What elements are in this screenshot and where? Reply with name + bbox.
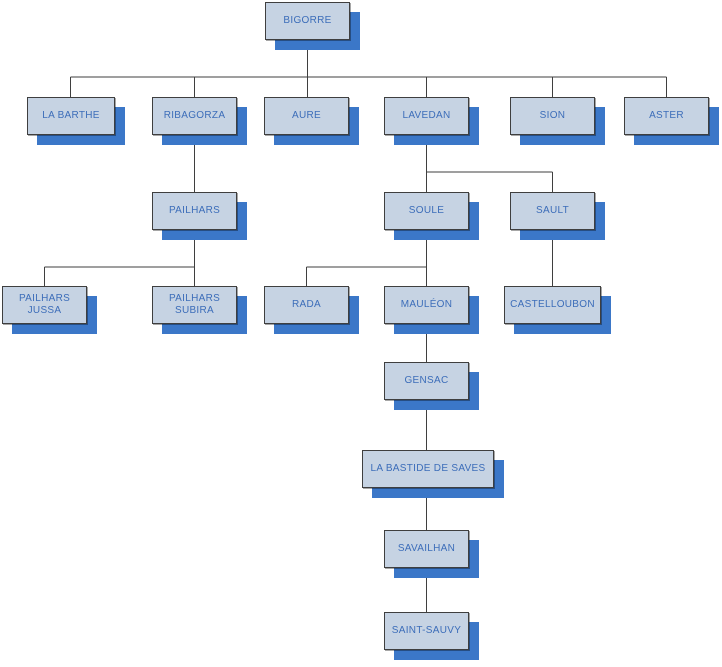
node-label-la-bastide-de-saves: LA BASTIDE DE SAVES bbox=[370, 463, 486, 474]
node-label-pailhars-jussa: PAILHARS JUSSA bbox=[18, 293, 71, 316]
node-label-ribagorza: RIBAGORZA bbox=[163, 110, 226, 121]
node-label-savailhan: SAVAILHAN bbox=[397, 543, 456, 554]
node-gensac[interactable]: GENSAC bbox=[384, 362, 469, 400]
node-label-lavedan: LAVEDAN bbox=[402, 110, 451, 121]
node-rada[interactable]: RADA bbox=[264, 286, 349, 324]
node-la-bastide-de-saves[interactable]: LA BASTIDE DE SAVES bbox=[362, 450, 494, 488]
node-aster[interactable]: ASTER bbox=[624, 97, 709, 135]
node-lavedan[interactable]: LAVEDAN bbox=[384, 97, 469, 135]
node-label-la-barthe: LA BARTHE bbox=[42, 110, 100, 121]
node-label-mauleon: MAULÉON bbox=[400, 299, 453, 310]
node-label-sault: SAULT bbox=[536, 205, 569, 216]
node-aure[interactable]: AURE bbox=[264, 97, 349, 135]
node-pailhars-subira[interactable]: PAILHARS SUBIRA bbox=[152, 286, 237, 324]
node-label-pailhars-subira: PAILHARS SUBIRA bbox=[168, 293, 221, 316]
node-bigorre[interactable]: BIGORRE bbox=[265, 2, 350, 40]
node-label-castelloubon: CASTELLOUBON bbox=[510, 299, 595, 310]
node-label-bigorre: BIGORRE bbox=[283, 15, 332, 26]
node-soule[interactable]: SOULE bbox=[384, 192, 469, 230]
node-label-pailhars: PAILHARS bbox=[168, 205, 221, 216]
node-label-gensac: GENSAC bbox=[404, 375, 449, 386]
node-label-aster: ASTER bbox=[649, 110, 684, 121]
node-sion[interactable]: SION bbox=[510, 97, 595, 135]
node-la-barthe[interactable]: LA BARTHE bbox=[27, 97, 115, 135]
node-ribagorza[interactable]: RIBAGORZA bbox=[152, 97, 237, 135]
node-label-saint-sauvy: SAINT-SAUVY bbox=[391, 625, 462, 636]
node-label-soule: SOULE bbox=[408, 205, 445, 216]
node-pailhars-jussa[interactable]: PAILHARS JUSSA bbox=[2, 286, 87, 324]
node-castelloubon[interactable]: CASTELLOUBON bbox=[504, 286, 601, 324]
node-sault[interactable]: SAULT bbox=[510, 192, 595, 230]
node-pailhars[interactable]: PAILHARS bbox=[152, 192, 237, 230]
node-savailhan[interactable]: SAVAILHAN bbox=[384, 530, 469, 568]
node-mauleon[interactable]: MAULÉON bbox=[384, 286, 469, 324]
node-label-rada: RADA bbox=[292, 299, 321, 310]
node-label-sion: SION bbox=[539, 110, 566, 121]
node-label-aure: AURE bbox=[292, 110, 321, 121]
node-saint-sauvy[interactable]: SAINT-SAUVY bbox=[384, 612, 469, 650]
